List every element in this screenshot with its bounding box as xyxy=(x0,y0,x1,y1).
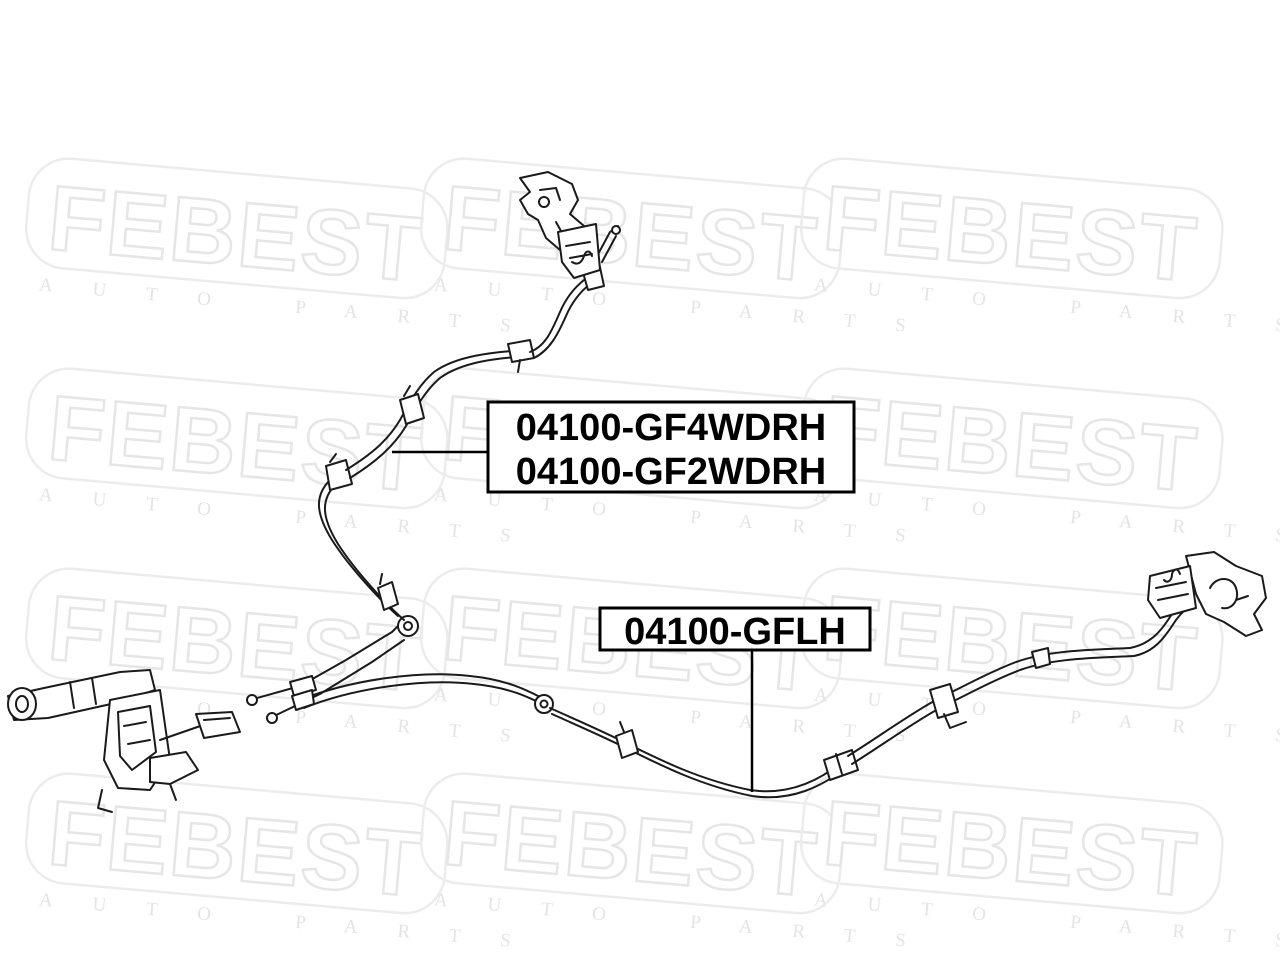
left-parking-brake-cable xyxy=(291,597,1193,799)
handbrake-lever xyxy=(7,669,241,813)
part-number-gf2wdrh: 04100-GF2WDRH xyxy=(516,451,826,493)
watermark-frame xyxy=(24,772,449,915)
watermark-frame xyxy=(419,157,844,300)
right-rear-brake-mechanism xyxy=(519,171,601,279)
callout-left-cable: 04100-GFLH xyxy=(598,606,872,792)
callout-right-cables: 04100-GF4WDRH 04100-GF2WDRH xyxy=(392,400,856,494)
part-number-gflh: 04100-GFLH xyxy=(624,611,846,653)
watermark-frame xyxy=(799,772,1224,915)
watermark-frame xyxy=(24,367,449,510)
part-number-gf4wdrh: 04100-GF4WDRH xyxy=(516,407,826,449)
watermark-frame xyxy=(24,567,449,710)
label-box-left xyxy=(598,606,872,652)
watermark-frame xyxy=(419,567,844,710)
watermark-frame xyxy=(799,157,1224,300)
label-box-right xyxy=(486,400,856,494)
left-rear-brake-mechanism xyxy=(1147,551,1267,637)
watermark-frame xyxy=(419,772,844,915)
watermark-frame xyxy=(24,157,449,300)
